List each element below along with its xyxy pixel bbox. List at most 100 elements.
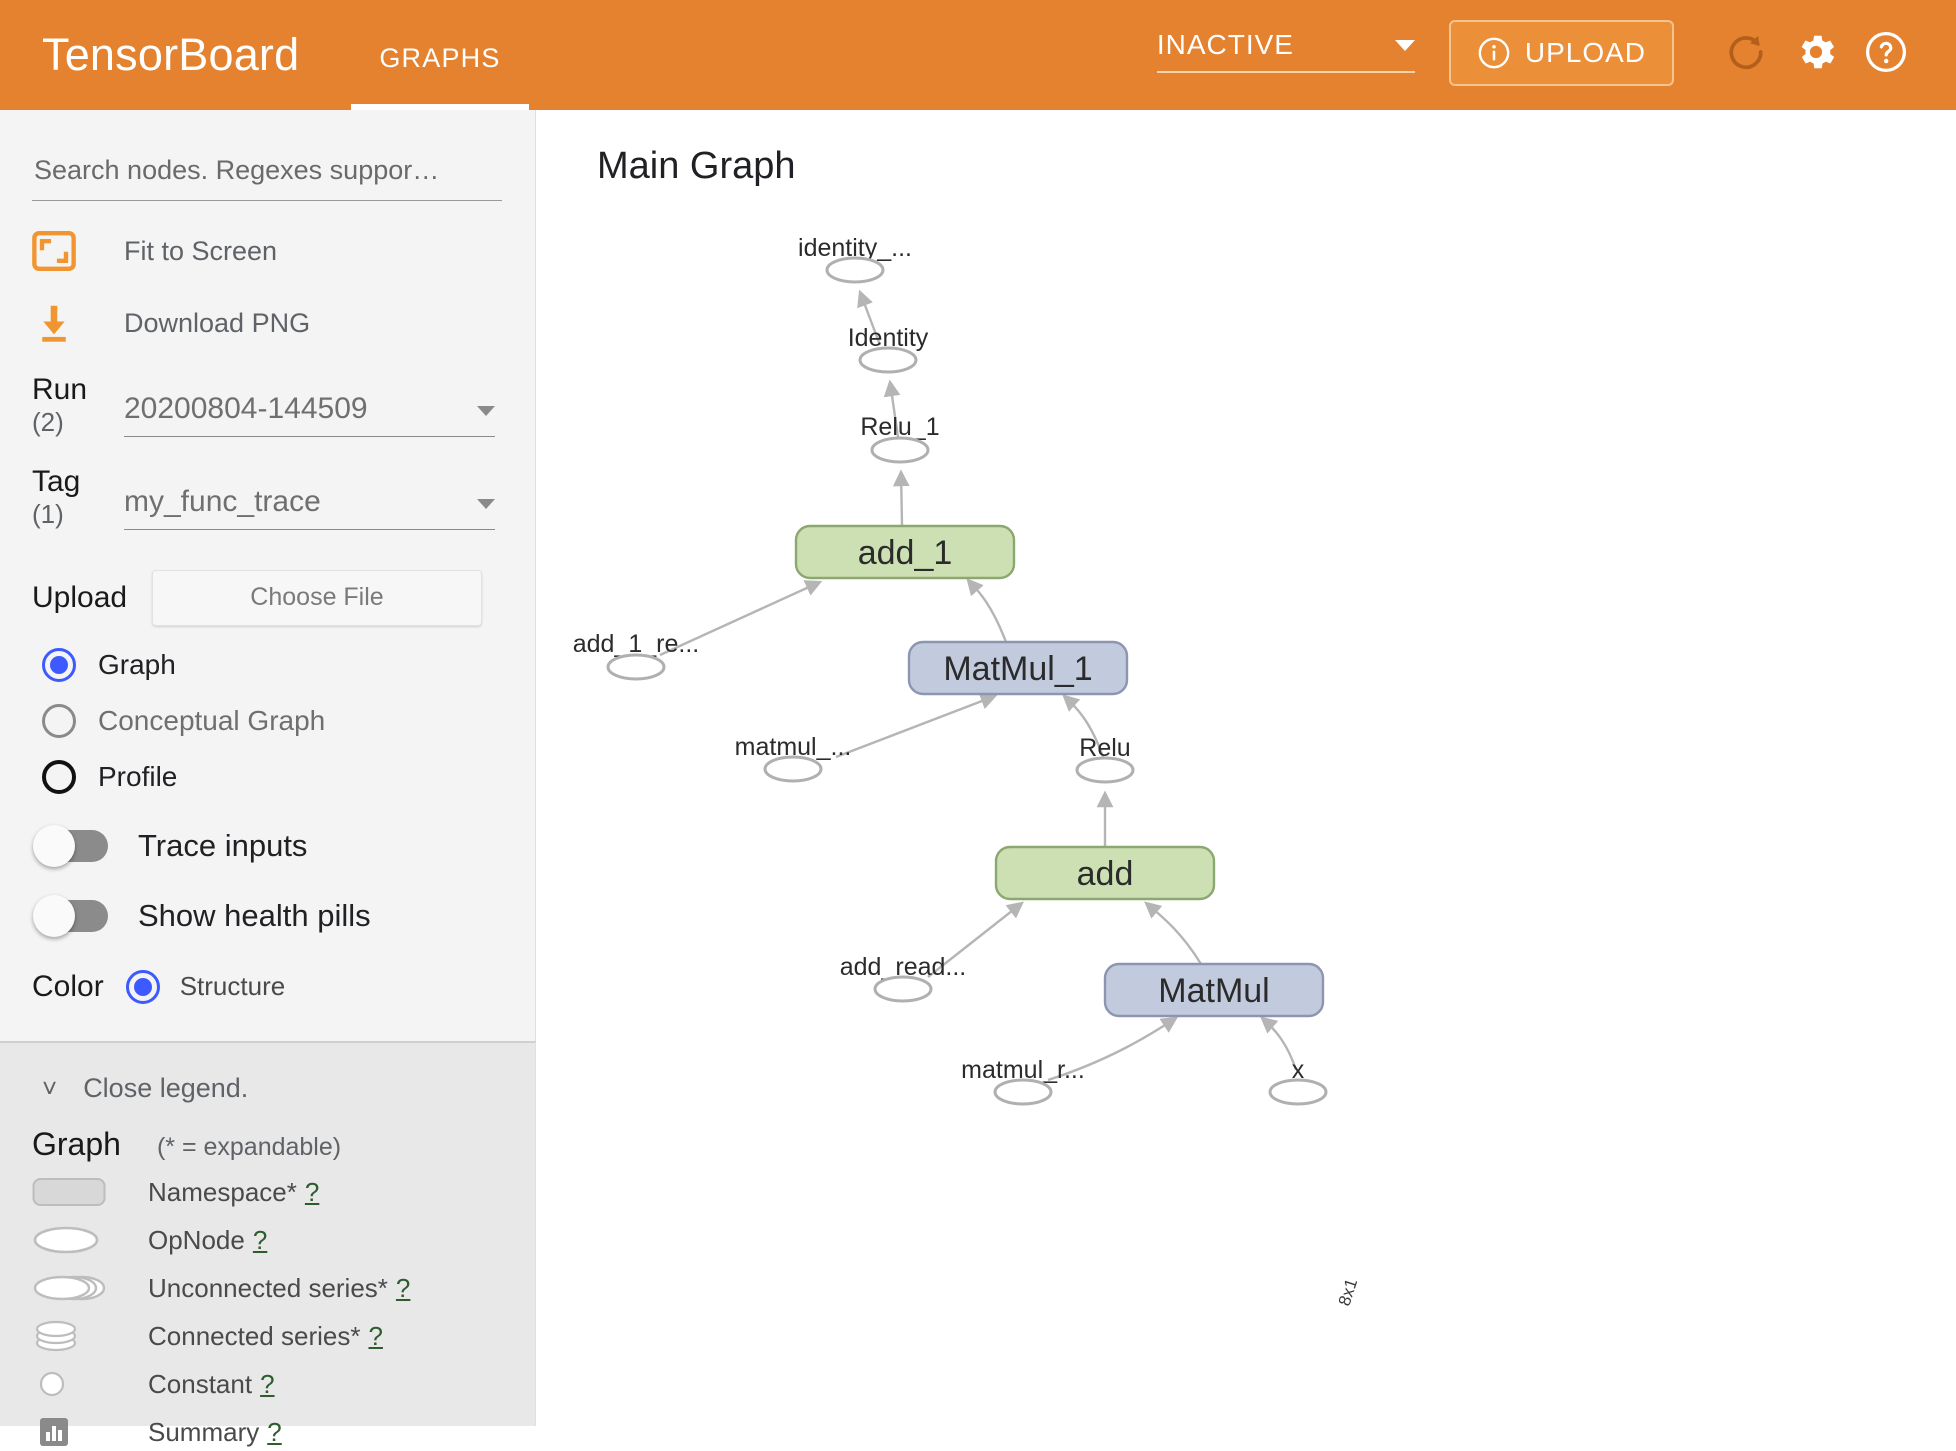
help-icon [1865,31,1907,73]
legend-help-unconnected-series[interactable]: ? [395,1272,411,1303]
node-add-1-shape[interactable] [794,524,1016,580]
node-x-label: x [1292,1056,1305,1084]
node-add-1-read[interactable]: add_1_re... [573,630,700,681]
radio-conceptual-graph: Conceptual Graph [42,703,535,738]
node-matmul-1-shape[interactable] [907,640,1129,696]
search-input[interactable] [32,154,502,201]
legend-help-connected-series[interactable]: ? [368,1320,383,1351]
edge-x-to-matmul [1260,1016,1298,1071]
namespace-swatch-icon [32,1176,140,1208]
node-matmul-read-shape[interactable] [763,755,823,783]
close-legend-label: Close legend. [83,1073,249,1103]
radio-profile[interactable]: Profile [42,759,535,794]
legend-item-opnode: OpNode ? [32,1221,535,1259]
node-matmul-1[interactable]: MatMul_1 [907,640,1129,696]
legend-header: Graph (* = expandable) [32,1126,535,1163]
run-status-dropdown[interactable]: INACTIVE [1156,29,1415,73]
help-button[interactable] [1858,24,1914,80]
radio-conceptual-graph-control [42,703,76,738]
legend-item-summary-label: Summary [148,1416,260,1447]
page-title: Main Graph [597,145,796,187]
app-brand: TensorBoard [42,29,300,80]
tag-label-text: Tag [32,465,81,499]
node-identity-out-shape[interactable] [825,256,885,284]
header-actions: INACTIVE UPLOAD [1156,20,1914,86]
legend-item-namespace: Namespace* ? [32,1173,535,1211]
tag-select[interactable]: my_func_trace [124,465,495,530]
legend-help-namespace[interactable]: ? [304,1176,320,1207]
graph-canvas[interactable]: Main Graph 8x1 identity_... [537,110,1956,1426]
run-field-label: Run (2) [32,373,124,437]
node-matmul-label: MatMul [1158,972,1269,1010]
tag-field: Tag (1) my_func_trace [32,465,535,530]
graph-diagram[interactable]: 8x1 identity_... Identity Relu_1 add_1_r… [537,110,1956,1426]
legend-item-unconnected-series-label: Unconnected series* [148,1272,388,1303]
legend-help-opnode[interactable]: ? [252,1224,268,1255]
edge-relu-to-matmul1 [1062,694,1105,758]
color-label: Color [32,969,104,1003]
node-matmul-shape[interactable] [1103,962,1325,1018]
radio-conceptual-graph-label: Conceptual Graph [98,704,326,736]
node-relu[interactable]: Relu [1075,734,1135,784]
node-add-1-read-shape[interactable] [606,653,666,681]
legend-help-constant[interactable]: ? [260,1368,275,1399]
run-status-label: INACTIVE [1156,29,1294,60]
toggle-show-health-pills-control [33,894,108,937]
tag-field-label: Tag (1) [32,465,124,529]
node-add-shape[interactable] [994,845,1216,901]
node-identity-shape[interactable] [858,346,918,374]
edge-shape-label: 8x1 [1335,1276,1362,1308]
refresh-button[interactable] [1718,24,1774,80]
upload-button[interactable]: UPLOAD [1448,20,1674,86]
legend-subtitle: (* = expandable) [156,1133,342,1161]
node-x-shape[interactable] [1268,1078,1328,1106]
node-relu-1-shape[interactable] [870,436,930,464]
fit-to-screen-icon [32,231,96,271]
node-matmul-r[interactable]: matmul_r... [961,1056,1085,1106]
chevron-down-icon [477,406,495,417]
run-select[interactable]: 20200804-144509 [124,373,495,438]
edge-matmulread-to-matmul1 [835,693,998,759]
node-matmul[interactable]: MatMul [1103,962,1325,1018]
node-add-read[interactable]: add_read... [840,953,967,1003]
run-count: (2) [32,406,64,437]
choose-file-button[interactable]: Choose File [152,569,482,626]
tab-graphs-label: GRAPHS [379,42,501,73]
node-relu-1[interactable]: Relu_1 [860,413,940,464]
radio-structure-control[interactable] [125,969,160,1004]
toggle-show-health-pills[interactable]: Show health pills [33,894,535,937]
node-x[interactable]: x [1268,1056,1328,1106]
legend-item-connected-series-label: Connected series* [148,1320,361,1351]
legend-help-summary[interactable]: ? [267,1416,282,1447]
graph-op-nodes: identity_... Identity Relu_1 add_1_re...… [573,234,1328,1106]
opnode-swatch-icon [32,1224,140,1256]
run-value: 20200804-144509 [124,392,368,426]
app-header: TensorBoard GRAPHS INACTIVE UPLOAD [0,0,1956,110]
toggle-show-health-pills-label: Show health pills [138,897,371,933]
radio-graph[interactable]: Graph [42,647,535,682]
toggle-trace-inputs[interactable]: Trace inputs [33,824,535,867]
node-identity-out[interactable]: identity_... [798,234,912,284]
node-add-read-shape[interactable] [873,975,933,1003]
node-relu-shape[interactable] [1075,756,1135,784]
nav-tabs: GRAPHS [351,0,529,110]
chevron-down-icon [1394,39,1415,51]
constant-swatch-icon [32,1368,140,1400]
node-matmul-r-shape[interactable] [993,1078,1053,1106]
node-matmul-read[interactable]: matmul_... [735,733,852,783]
color-structure-label: Structure [179,971,286,1002]
node-add[interactable]: add [994,845,1216,901]
node-identity[interactable]: Identity [848,324,929,374]
tab-graphs[interactable]: GRAPHS [351,0,529,110]
node-add-1[interactable]: add_1 [794,524,1016,580]
radio-profile-control [42,759,76,794]
legend-item-summary: Summary ? [32,1413,535,1451]
search-container [32,154,503,201]
summary-swatch-icon [32,1415,140,1449]
close-legend-button[interactable]: ˅ Close legend. [42,1073,535,1104]
legend-item-constant-label: Constant [148,1368,253,1399]
download-png-button[interactable]: Download PNG [32,301,535,345]
upload-label: Upload [32,580,128,614]
settings-button[interactable] [1788,24,1844,80]
fit-to-screen-button[interactable]: Fit to Screen [32,231,535,271]
